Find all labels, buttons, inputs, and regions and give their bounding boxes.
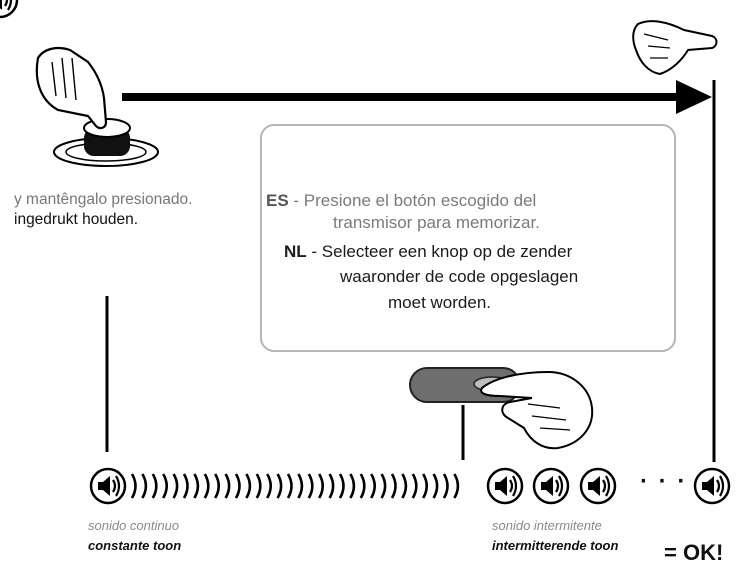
left-caption-es: y mantêngalo presionado. bbox=[14, 191, 193, 208]
sound-wave-arc bbox=[297, 473, 304, 499]
sound-wave-arc bbox=[422, 473, 428, 499]
speaker-icon-intermittent-2 bbox=[532, 467, 570, 505]
sound-wave-arc bbox=[307, 473, 314, 499]
es-line-1-text: - Presione el botón escogido del bbox=[293, 191, 537, 210]
result-ok: = OK! bbox=[664, 540, 724, 565]
hand-press-transmitter-icon bbox=[409, 367, 594, 450]
sound-wave-arc bbox=[370, 473, 376, 499]
sound-wave-arc bbox=[162, 473, 168, 499]
nl-line-1: NL - Selecteer een knop op de zender bbox=[284, 241, 572, 263]
speaker-icon-intermittent-1 bbox=[486, 467, 524, 505]
sound-intermittent-es: sonido intermitente bbox=[492, 518, 602, 533]
sound-wave-arc bbox=[411, 473, 418, 499]
sound-wave-arc bbox=[359, 473, 366, 499]
speaker-icon bbox=[0, 0, 19, 19]
sound-wave-arc bbox=[401, 473, 408, 499]
sound-wave-arc bbox=[276, 473, 283, 499]
sound-wave-arc bbox=[442, 473, 449, 499]
ellipsis: · · · bbox=[640, 468, 688, 495]
sound-wave-arc bbox=[328, 473, 335, 499]
speaker-icon-intermittent-final bbox=[693, 467, 731, 505]
sound-intermittent-nl: intermitterende toon bbox=[492, 538, 619, 553]
sound-wave-arc bbox=[224, 473, 231, 499]
sound-wave-arc bbox=[338, 473, 345, 499]
sound-wave-arc bbox=[182, 473, 189, 499]
sound-wave-arc bbox=[172, 473, 179, 499]
sound-wave-arc bbox=[141, 473, 148, 499]
sound-continuous-nl: constante toon bbox=[88, 538, 182, 553]
hand-press-button-icon bbox=[35, 47, 159, 167]
sound-wave-arc bbox=[203, 473, 210, 499]
es-line-1: ES - Presione el botón escogido del bbox=[266, 190, 536, 212]
left-caption-nl: ingedrukt houden. bbox=[14, 211, 139, 228]
speaker-icon-continuous bbox=[89, 467, 127, 505]
sound-wave-arc bbox=[245, 473, 252, 499]
sound-wave-arc bbox=[255, 473, 262, 499]
sound-wave-arc bbox=[286, 473, 293, 499]
sound-wave-arc bbox=[214, 473, 220, 499]
nl-line-2: waaronder de code opgeslagen bbox=[340, 267, 579, 286]
sound-wave-arc bbox=[380, 473, 387, 499]
nl-line-3: moet worden. bbox=[388, 293, 491, 312]
nl-code: NL bbox=[284, 242, 307, 261]
es-code: ES bbox=[266, 191, 289, 210]
sound-wave-arc bbox=[266, 473, 272, 499]
timeline-arrow-head bbox=[676, 80, 712, 114]
speaker-icon-intermittent-3 bbox=[579, 467, 617, 505]
sound-wave-arc bbox=[234, 473, 241, 499]
sound-wave-arc bbox=[453, 473, 460, 499]
sound-wave-arc bbox=[193, 473, 200, 499]
sound-continuous-es: sonido continuo bbox=[88, 518, 180, 533]
sound-wave-arc bbox=[432, 473, 439, 499]
sound-wave-arc bbox=[349, 473, 356, 499]
sound-wave-arc bbox=[130, 473, 137, 499]
sound-wave-arc bbox=[390, 473, 397, 499]
es-line-2: transmisor para memorizar. bbox=[333, 213, 540, 232]
instruction-box bbox=[260, 124, 676, 352]
continuous-sound-waves bbox=[130, 473, 460, 499]
nl-line-1-text: - Selecteer een knop op de zender bbox=[311, 242, 573, 261]
sound-wave-arc bbox=[151, 473, 158, 499]
hand-release-icon bbox=[632, 20, 718, 76]
sound-wave-arc bbox=[318, 473, 324, 499]
